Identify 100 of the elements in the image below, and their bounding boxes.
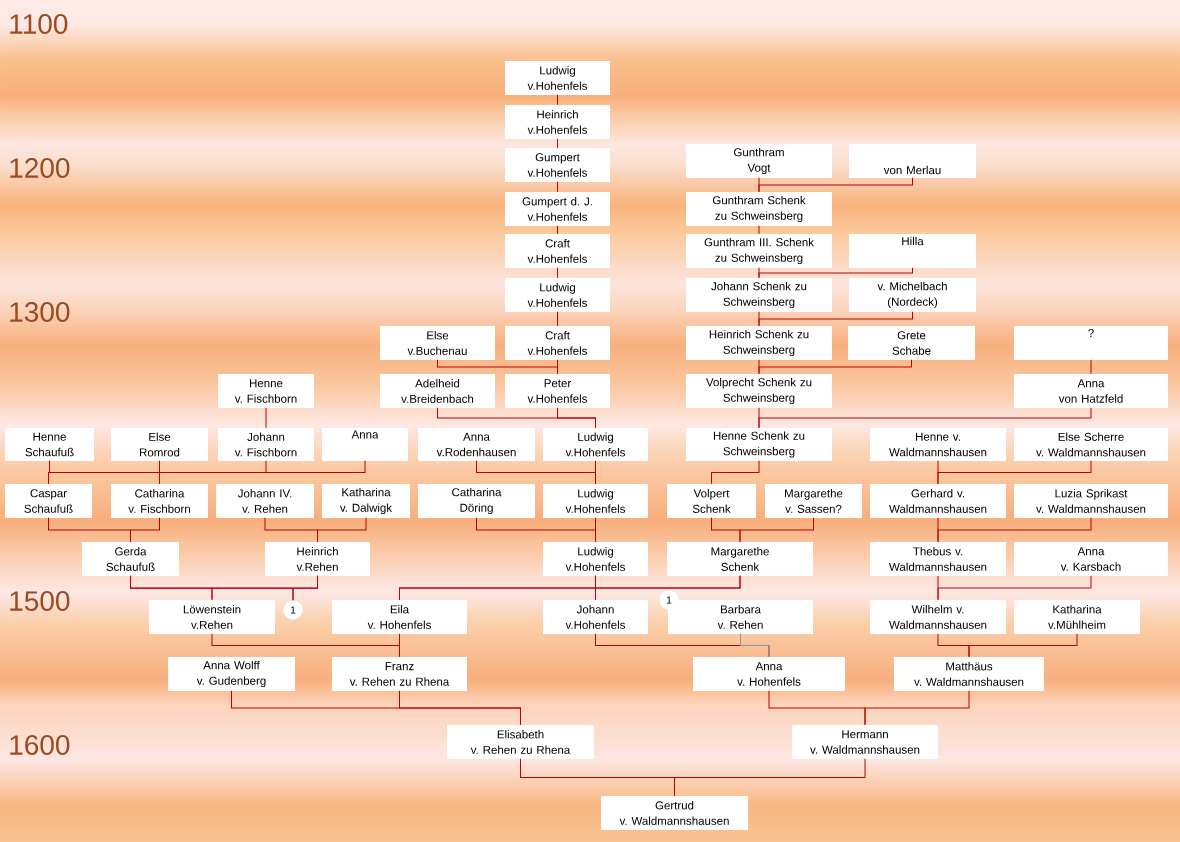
- person-box: Gumpert d. J. v.Hohenfels: [505, 192, 610, 226]
- person-box: Henne v. Fischborn: [218, 374, 314, 408]
- connector-line: [317, 517, 367, 543]
- connector-line: [557, 94, 558, 106]
- person-box: Ludwig v.Hohenfels: [505, 278, 610, 312]
- year-label: 1500: [10, 591, 70, 611]
- year-label: 1300: [10, 302, 70, 322]
- person-box: Margarethe v. Sassen?: [765, 484, 862, 518]
- person-box: Anna Wolff v. Gudenberg: [168, 657, 295, 691]
- person-box: Henne Schaufuß: [5, 428, 94, 461]
- connector-line: [557, 407, 596, 429]
- person-box: Craft v.Hohenfels: [505, 234, 610, 268]
- connector-line: [48, 460, 160, 485]
- connector-line: [130, 517, 160, 543]
- person-box: Catharina Döring: [418, 484, 535, 518]
- person-box: Heinrich Schenk zu Schweinsberg: [686, 326, 832, 360]
- connector-line: [674, 758, 866, 797]
- person-box: Anna v. Karsbach: [1014, 542, 1168, 576]
- person-box: Hilla: [849, 234, 976, 268]
- connector-line: [1090, 359, 1092, 375]
- person-box: Ludwig v.Hohenfels: [505, 61, 610, 95]
- person-box: Henne Schenk zu Schweinsberg: [686, 428, 832, 461]
- person-box: Thebus v. Waldmannshausen: [870, 542, 1006, 576]
- person-box: Wilhelm v. Waldmannshausen: [870, 600, 1006, 634]
- year-label: 1200: [10, 158, 70, 178]
- connector-line: [758, 225, 760, 235]
- person-box: Else v.Buchenau: [380, 326, 495, 360]
- person-box: Margarethe Schenk: [667, 542, 813, 576]
- person-box: Volprecht Schenk zu Schweinsberg: [686, 374, 832, 408]
- connector-line: [595, 575, 741, 601]
- person-box: Luzia Sprikast v. Waldmannshausen: [1014, 484, 1168, 518]
- connector-line: [557, 267, 558, 279]
- connector-line: [595, 517, 596, 543]
- person-box: Ludwig v.Hohenfels: [543, 484, 648, 518]
- person-box: Heinrich v.Hohenfels: [505, 105, 610, 139]
- person-box: Elisabeth v. Rehen zu Rhena: [447, 725, 594, 759]
- person-box: Anna: [322, 428, 408, 461]
- person-box: Katharina v. Dalwigk: [322, 484, 410, 518]
- person-box: Anna v.Rodenhausen: [418, 428, 535, 461]
- connector-line: [937, 517, 1092, 543]
- person-box: Peter v.Hohenfels: [505, 374, 610, 408]
- person-box: Katharina v.Mühlheim: [1014, 600, 1140, 634]
- connector-line: [595, 460, 596, 485]
- person-box: Anna von Hatzfeld: [1014, 374, 1168, 408]
- connector-line: [758, 407, 1092, 429]
- person-box: Gunthram III. Schenk zu Schweinsberg: [686, 234, 832, 268]
- person-box: Volpert Schenk: [667, 484, 756, 518]
- person-box: Gunthram Schenk zu Schweinsberg: [686, 192, 832, 226]
- connector-line: [740, 633, 770, 658]
- person-box: Gunthram Vogt: [686, 144, 832, 178]
- connector-line: [557, 311, 558, 327]
- connector-line: [758, 267, 913, 279]
- connector-line: [711, 460, 760, 485]
- person-box: Craft v.Hohenfels: [505, 326, 610, 360]
- person-box: v. Michelbach (Nordeck): [849, 278, 976, 312]
- person-box: Ludwig v.Hohenfels: [543, 542, 648, 576]
- person-box: Anna v. Hohenfels: [693, 657, 845, 691]
- person-box: Johann Schenk zu Schweinsberg: [686, 278, 832, 312]
- connector-line: [557, 181, 558, 193]
- person-box: Caspar Schaufuß: [5, 484, 92, 518]
- connector-line: [265, 407, 267, 429]
- connector-line: [399, 690, 521, 726]
- person-box: Else Scherre v. Waldmannshausen: [1014, 428, 1168, 461]
- person-box: Johann v. Fischborn: [218, 428, 314, 461]
- person-box: Gumpert v.Hohenfels: [505, 148, 610, 182]
- person-box: Hermann v. Waldmannshausen: [792, 725, 938, 759]
- person-box: von Merlau: [849, 144, 976, 178]
- person-box: Henne v. Waldmannshausen: [870, 428, 1006, 461]
- connector-line: [557, 138, 558, 149]
- connector-line: [968, 633, 1078, 658]
- connector-line: [758, 311, 913, 327]
- connector-line: [292, 575, 318, 601]
- connector-line: [937, 460, 1092, 485]
- person-box: Löwenstein v.Rehen: [149, 600, 275, 634]
- person-box: Eila v. Hohenfels: [332, 600, 467, 634]
- person-box: Matthäus v. Waldmannshausen: [894, 657, 1044, 691]
- person-box: Gerhard v. Waldmannshausen: [870, 484, 1006, 518]
- person-box: Heinrich v.Rehen: [265, 542, 370, 576]
- person-box: Grete Schabe: [848, 326, 975, 360]
- person-box: Else Romrod: [111, 428, 208, 461]
- person-box: Johann IV. v. Rehen: [216, 484, 314, 518]
- person-box: Catharina v. Fischborn: [111, 484, 208, 518]
- person-box: Johann v.Hohenfels: [543, 600, 648, 634]
- person-box: Franz v. Rehen zu Rhena: [332, 657, 467, 691]
- connector-line: [937, 575, 1092, 601]
- connector-line: [557, 225, 558, 235]
- year-label: 1100: [10, 14, 68, 34]
- connector-line: [159, 460, 366, 485]
- person-box: Adelheid v.Breidenbach: [380, 374, 495, 408]
- person-box: Gerda Schaufuß: [82, 542, 179, 576]
- connector-line: [739, 517, 814, 543]
- person-box: ?: [1014, 326, 1168, 360]
- year-label: 1600: [10, 735, 70, 755]
- person-box: Gertrud v. Waldmannshausen: [601, 796, 748, 830]
- connector-line: [557, 359, 558, 375]
- connector-line: [758, 177, 913, 193]
- connector-line: [864, 690, 970, 726]
- person-box: Ludwig v.Hohenfels: [543, 428, 648, 461]
- connector-line: [399, 633, 400, 658]
- connector-line: [758, 359, 912, 375]
